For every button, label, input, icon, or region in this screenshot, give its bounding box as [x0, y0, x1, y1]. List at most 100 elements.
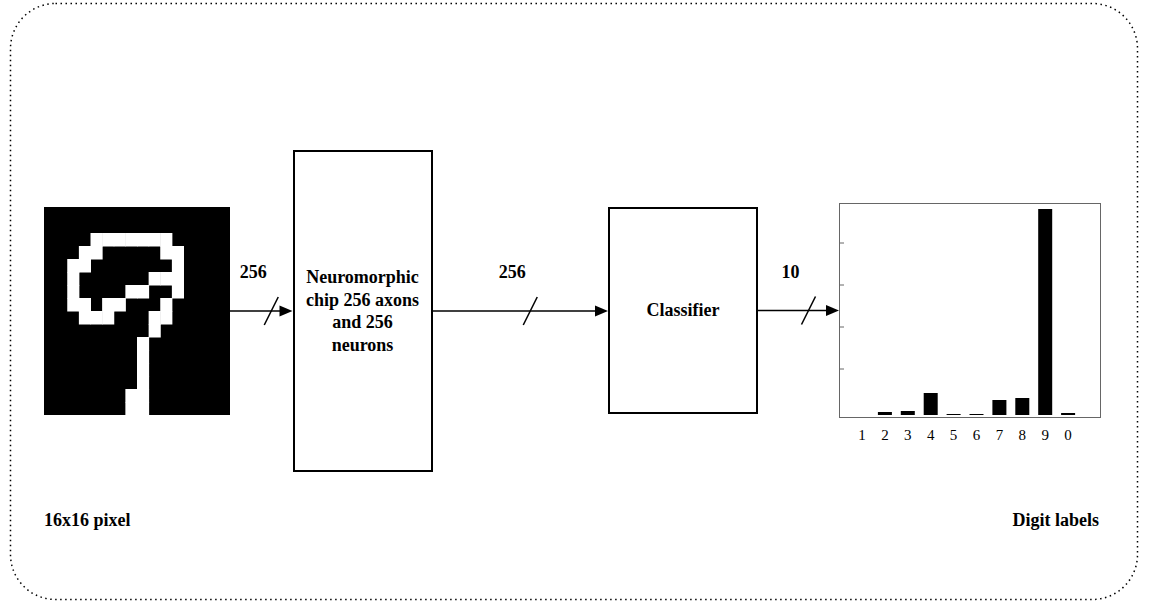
caption-holder: 16x16 pixel: [44, 509, 131, 532]
digit-pixel: [125, 402, 137, 415]
axis-label: 9: [1035, 426, 1055, 445]
tick-holder: 5: [944, 426, 964, 445]
axis-tick: [840, 369, 844, 370]
digit-pixel: [137, 402, 149, 415]
digit-pixel: [91, 233, 103, 247]
digit-pixel: [102, 311, 114, 325]
connector-line: [433, 310, 599, 312]
connector-line: [758, 310, 829, 312]
bar: [947, 414, 961, 415]
axis-label: 2: [875, 426, 895, 445]
bus-slash: [523, 297, 537, 325]
tick-holder: 3: [898, 426, 918, 445]
digit-pixel: [125, 285, 137, 299]
bar: [924, 393, 938, 415]
digit-pixel: [137, 389, 149, 403]
bar: [992, 400, 1006, 415]
axis-tick: [840, 285, 844, 286]
digit-pixel: [149, 272, 161, 286]
dotted-border: [11, 4, 1138, 600]
axis-label: 6: [967, 426, 987, 445]
box-label: Classifier: [618, 299, 748, 322]
digit-pixel: [67, 272, 79, 286]
digit-pixel: [137, 285, 149, 299]
digit-pixel: [172, 285, 184, 299]
digit-pixel: [172, 246, 184, 260]
digit-pixel: [160, 233, 172, 247]
axis-label: 5: [944, 426, 964, 445]
caption-holder: Digit labels: [1012, 509, 1099, 532]
digit-pixel: [137, 337, 149, 351]
axis-label: 7: [989, 426, 1009, 445]
digit-pixel: [79, 311, 91, 325]
digit-pixel: [114, 298, 126, 312]
pixel-image: 16x16 pixel: [44, 207, 230, 415]
tick-holder: 4: [921, 426, 941, 445]
digit-pixel: [149, 324, 161, 338]
bus-width: 256: [238, 261, 269, 284]
bar: [901, 411, 915, 415]
digit-pixel: [172, 272, 184, 286]
bar: [1015, 398, 1029, 415]
digit-pixel: [79, 298, 91, 312]
digit-pixel: [91, 311, 103, 325]
bar: [878, 412, 892, 415]
digit-pixel: [160, 272, 172, 286]
digit-pixel: [160, 298, 172, 312]
arrow-connector: [433, 297, 609, 325]
axis-label: 0: [1058, 426, 1078, 445]
axis-label: 1: [852, 426, 872, 445]
tick-holder: 9: [1035, 426, 1055, 445]
digit-pixel: [172, 259, 184, 273]
digit-pixel: [125, 389, 137, 403]
bus-slash: [264, 297, 278, 325]
arrow-head: [280, 306, 293, 317]
process-box: Classifier: [608, 207, 758, 414]
digit-pixel: [160, 246, 172, 260]
digit-pixel: [67, 285, 79, 299]
digit-pixel: [67, 298, 79, 312]
tick-holder: 6: [967, 426, 987, 445]
bar: [855, 415, 869, 416]
digit-pixel: [160, 311, 172, 325]
bar: [1038, 209, 1052, 415]
digit-pixel: [149, 233, 161, 247]
digit-pixel: [102, 298, 114, 312]
tick-holder: 0: [1058, 426, 1078, 445]
digit-pixel: [137, 363, 149, 377]
label-holder: 10: [751, 261, 831, 284]
bus-width: 10: [780, 261, 802, 284]
bar-chart: Digit labels: [839, 203, 1101, 418]
bus-slash: [802, 297, 816, 325]
digit-pixel: [67, 259, 79, 273]
bar: [970, 414, 984, 415]
caption: 16x16 pixel: [44, 509, 131, 532]
digit-pixel: [91, 246, 103, 260]
digit-pixel: [125, 233, 137, 247]
arrow-connector: [230, 297, 293, 325]
box-label: Neuromorphic chip 256 axons and 256 neur…: [303, 266, 423, 356]
digit-pixel: [137, 376, 149, 390]
digit-pixel: [137, 350, 149, 364]
bus-width: 256: [497, 261, 528, 284]
axis-tick: [840, 243, 844, 244]
tick-holder: 8: [1012, 426, 1032, 445]
digit-pixel: [79, 246, 91, 260]
tick-holder: 7: [989, 426, 1009, 445]
tick-holder: 1: [852, 426, 872, 445]
label-holder: 256: [472, 261, 552, 284]
chart-frame: [840, 204, 1101, 418]
label-holder: 256: [213, 261, 293, 284]
axis-label: 4: [921, 426, 941, 445]
connector-line: [230, 310, 283, 312]
arrow-connector: [758, 297, 839, 325]
caption: Digit labels: [1012, 509, 1099, 532]
digit-bitmap: [44, 207, 230, 415]
digit-pixel: [137, 233, 149, 247]
digit-pixel: [79, 259, 91, 273]
axis-label: 3: [898, 426, 918, 445]
arrow-head: [595, 306, 608, 317]
digit-pixel: [149, 311, 161, 325]
tick-holder: 2: [875, 426, 895, 445]
